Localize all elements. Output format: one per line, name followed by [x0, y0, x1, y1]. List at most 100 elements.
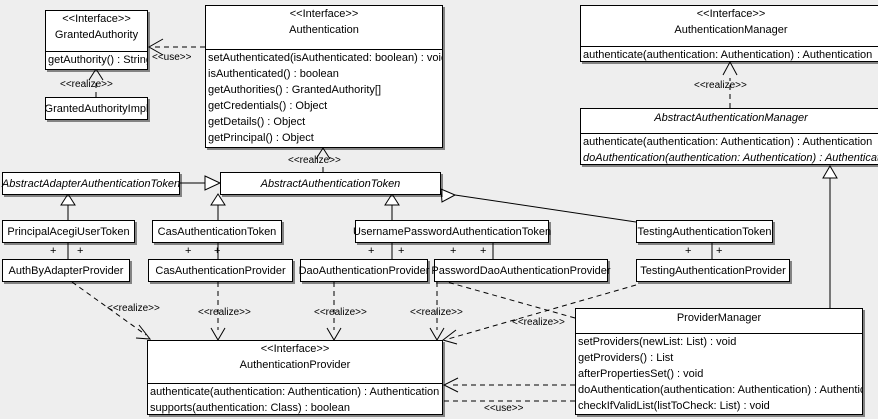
class-cas-authentication-token[interactable]: CasAuthenticationToken [152, 220, 282, 243]
class-title: GrantedAuthority [54, 29, 139, 41]
class-title: DaoAuthenticationProvider [298, 264, 430, 277]
class-members: authenticate(authentication: Authenticat… [581, 46, 878, 63]
association-plus-marker: + [214, 245, 221, 257]
class-dao-authentication-provider[interactable]: DaoAuthenticationProvider [298, 259, 430, 282]
class-title: AuthenticationProvider [239, 359, 351, 371]
association-plus-marker: + [398, 245, 405, 257]
member-row: supports(authentication: Class) : boolea… [150, 402, 350, 414]
class-title: PasswordDaoAuthenticationProvider [431, 264, 611, 277]
class-title: CasAuthenticationProvider [155, 264, 286, 277]
class-title: AbstractAuthenticationToken [260, 177, 401, 190]
relationship-label-realize-abstract-auth-token: <<realize>> [288, 155, 341, 166]
association-plus-marker: + [185, 245, 192, 257]
member-row: doAuthentication(authentication: Authent… [578, 384, 862, 396]
class-title: AuthByAdapterProvider [8, 264, 124, 277]
relationship-label-realize-dao-provider: <<realize>> [314, 307, 367, 318]
member-row: setAuthenticated(isAuthenticated: boolea… [208, 52, 442, 64]
class-abstract-adapter-authentication-token[interactable]: AbstractAdapterAuthenticationToken [2, 172, 180, 195]
class-header: <<Interface>> Authentication [206, 6, 442, 49]
member-row: isAuthenticated() : boolean [208, 68, 339, 80]
class-title: PrincipalAcegiUserToken [7, 225, 130, 238]
class-header: AuthByAdapterProvider [3, 260, 129, 281]
class-members: setProviders(newList: List) : void getPr… [576, 333, 862, 414]
relationship-label-realize-auth-by-adapter: <<realize>> [107, 303, 160, 314]
class-header: PrincipalAcegiUserToken [3, 221, 134, 242]
class-title: AuthenticationManager [674, 24, 788, 36]
association-plus-marker: + [450, 245, 457, 257]
member-row: getAuthority() : String [48, 54, 147, 66]
member-row: getPrincipal() : Object [208, 132, 314, 144]
class-granted-authority[interactable]: <<Interface>> GrantedAuthority getAuthor… [45, 10, 148, 70]
class-title: UsernamePasswordAuthenticationToken [352, 225, 552, 238]
class-authentication-provider[interactable]: <<Interface>> AuthenticationProvider aut… [147, 340, 443, 415]
class-title: Authentication [289, 24, 359, 36]
class-title: TestingAuthenticationToken [637, 225, 772, 238]
class-abstract-authentication-token[interactable]: AbstractAuthenticationToken [220, 172, 441, 195]
class-testing-authentication-token[interactable]: TestingAuthenticationToken [636, 220, 773, 243]
class-password-dao-authentication-provider[interactable]: PasswordDaoAuthenticationProvider [431, 259, 611, 282]
member-row: afterPropertiesSet() : void [578, 368, 704, 380]
class-authentication-manager[interactable]: <<Interface>> AuthenticationManager auth… [580, 5, 878, 62]
class-header: CasAuthenticationToken [153, 221, 281, 242]
class-cas-authentication-provider[interactable]: CasAuthenticationProvider [148, 259, 293, 282]
member-row: getDetails() : Object [208, 116, 306, 128]
class-stereotype: <<Interface>> [62, 13, 131, 25]
class-members: authenticate(authentication: Authenticat… [148, 383, 442, 416]
member-row: setProviders(newList: List) : void [578, 336, 737, 348]
relationship-label-realize-provider-manager: <<realize>> [512, 317, 565, 328]
class-stereotype: <<Interface>> [260, 343, 330, 355]
member-row: getProviders() : List [578, 352, 674, 364]
class-title: AbstractAuthenticationManager [654, 112, 808, 124]
class-header: DaoAuthenticationProvider [298, 260, 430, 281]
member-row: getCredentials() : Object [208, 100, 328, 112]
class-title: CasAuthenticationToken [157, 225, 277, 238]
class-username-password-authentication-token[interactable]: UsernamePasswordAuthenticationToken [352, 220, 552, 243]
association-plus-marker: + [716, 245, 723, 257]
member-row: authenticate(authentication: Authenticat… [150, 386, 440, 398]
relationship-label-realize-password-dao-provider: <<realize>> [410, 307, 463, 318]
relationship-label-realize-cas-provider: <<realize>> [198, 307, 251, 318]
class-granted-authority-impl[interactable]: GrantedAuthorityImpl [45, 97, 148, 120]
member-row: doAuthentication(authentication: Authent… [583, 152, 878, 164]
class-header: PasswordDaoAuthenticationProvider [431, 260, 610, 281]
class-header: AbstractAuthenticationManager [581, 109, 878, 133]
class-auth-by-adapter-provider[interactable]: AuthByAdapterProvider [2, 259, 130, 282]
class-abstract-authentication-manager[interactable]: AbstractAuthenticationManager authentica… [580, 108, 878, 165]
class-header: <<Interface>> AuthenticationManager [581, 6, 878, 46]
class-members: authenticate(authentication: Authenticat… [581, 133, 878, 166]
class-header: TestingAuthenticationToken [637, 221, 772, 242]
association-plus-marker: + [368, 245, 375, 257]
class-members: setAuthenticated(isAuthenticated: boolea… [206, 49, 442, 146]
class-stereotype: <<Interface>> [696, 8, 766, 20]
member-row: authenticate(authentication: Authenticat… [583, 49, 873, 61]
class-header: <<Interface>> GrantedAuthority [46, 11, 147, 51]
member-row: authenticate(authentication: Authenticat… [583, 136, 873, 148]
class-header: TestingAuthenticationProvider [637, 260, 789, 281]
association-plus-marker: + [685, 245, 692, 257]
member-row: getAuthorities() : GrantedAuthority[] [208, 84, 382, 96]
class-authentication[interactable]: <<Interface>> Authentication setAuthenti… [205, 5, 443, 148]
relationship-label-use-granted-authority: <<use>> [152, 52, 192, 63]
class-provider-manager[interactable]: ProviderManager setProviders(newList: Li… [575, 308, 863, 415]
class-stereotype: <<Interface>> [289, 8, 359, 20]
class-header: AbstractAdapterAuthenticationToken [1, 173, 181, 194]
class-title: AbstractAdapterAuthenticationToken [1, 177, 181, 190]
class-testing-authentication-provider[interactable]: TestingAuthenticationProvider [636, 259, 790, 282]
class-title: ProviderManager [676, 312, 762, 324]
class-header: CasAuthenticationProvider [149, 260, 292, 281]
relationship-label-use-provider-manager: <<use>> [484, 403, 524, 414]
class-members: getAuthority() : String [46, 51, 147, 74]
member-row: checkIfValidList(listToCheck: List) : vo… [578, 400, 770, 412]
association-plus-marker: + [480, 245, 487, 257]
class-header: AbstractAuthenticationToken [221, 173, 440, 194]
association-plus-marker: + [77, 245, 84, 257]
class-title: TestingAuthenticationProvider [640, 264, 786, 277]
relationship-label-realize-abstract-auth-manager: <<realize>> [694, 80, 747, 91]
class-header: GrantedAuthorityImpl [44, 98, 149, 119]
class-header: <<Interface>> AuthenticationProvider [148, 341, 442, 383]
class-header: ProviderManager [576, 309, 862, 333]
class-principal-acegi-user-token[interactable]: PrincipalAcegiUserToken [2, 220, 135, 243]
association-plus-marker: + [50, 245, 57, 257]
class-title: GrantedAuthorityImpl [44, 102, 149, 115]
